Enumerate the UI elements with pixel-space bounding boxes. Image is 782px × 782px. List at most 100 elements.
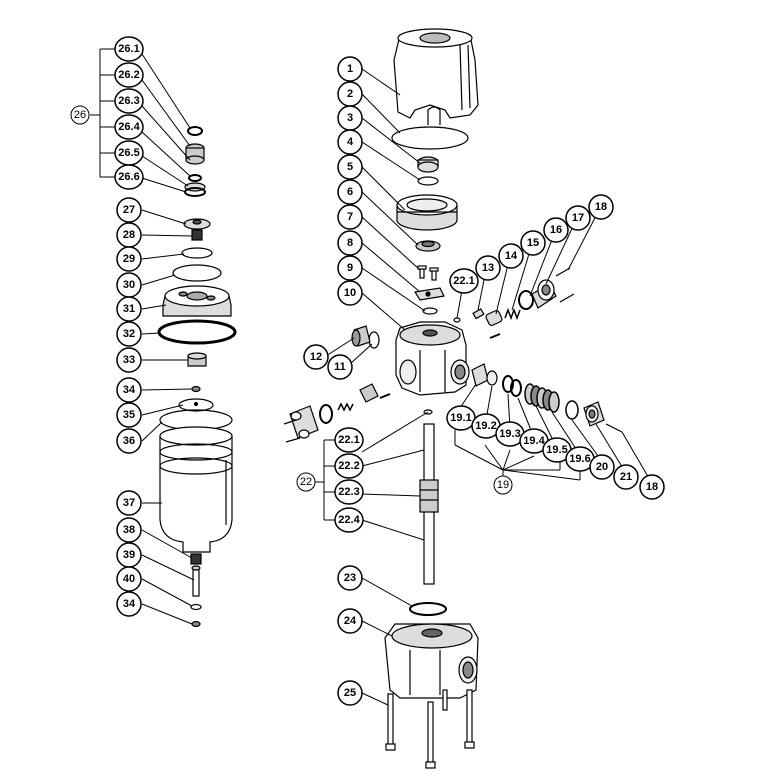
side-flange-left [283, 383, 391, 443]
svg-text:10: 10 [344, 287, 356, 299]
callout-22-1-top: 22.1 [449, 268, 479, 294]
svg-text:25: 25 [344, 687, 356, 699]
svg-text:35: 35 [123, 409, 135, 421]
part-17-endcap [531, 279, 557, 309]
callout-18-top: 18 [588, 194, 614, 220]
svg-text:6: 6 [347, 186, 353, 198]
callout-28: 28 [116, 222, 142, 248]
part-1-cap [393, 28, 479, 125]
group-label-19: 19 [493, 475, 513, 495]
part-32-seal [157, 319, 237, 345]
callout-20: 20 [589, 454, 615, 480]
svg-text:31: 31 [123, 303, 135, 315]
svg-text:19: 19 [497, 479, 509, 491]
svg-text:19.6: 19.6 [569, 453, 590, 465]
part-34-ring-lower [191, 620, 201, 628]
svg-text:27: 27 [123, 204, 135, 216]
svg-text:26.3: 26.3 [118, 95, 139, 107]
svg-text:22.3: 22.3 [338, 486, 359, 498]
callout-13: 13 [475, 255, 501, 281]
callout-31: 31 [116, 296, 142, 322]
svg-text:34: 34 [123, 384, 136, 396]
leader-lines [90, 48, 651, 706]
callout-24: 24 [337, 608, 363, 634]
svg-text:9: 9 [347, 262, 353, 274]
part-31-cover [162, 285, 232, 317]
callout-11: 11 [327, 354, 353, 380]
svg-text:26.6: 26.6 [118, 171, 139, 183]
part-10-housing [395, 321, 470, 396]
callout-27: 27 [116, 197, 142, 223]
svg-text:7: 7 [347, 211, 353, 223]
part-38-spring [190, 553, 202, 565]
callout-34-bottom: 34 [116, 591, 142, 617]
part-12-plug [351, 325, 371, 347]
part-3-nut [417, 156, 439, 173]
callout-22-2: 22.2 [334, 453, 364, 479]
callout-26-1: 26.1 [114, 36, 144, 62]
svg-text:18: 18 [595, 201, 607, 213]
svg-text:11: 11 [334, 361, 346, 373]
part-34-ring-upper [191, 385, 201, 393]
callout-17: 17 [565, 205, 591, 231]
callout-19-6: 19.6 [565, 446, 595, 472]
part-23-oring [409, 602, 447, 616]
svg-text:20: 20 [596, 461, 608, 473]
part-22-shaft [419, 409, 439, 585]
parts-drawing [157, 28, 623, 769]
callout-19-5: 19.5 [542, 437, 572, 463]
part-2-gasket [391, 126, 469, 150]
part-33-nut [187, 352, 207, 367]
callout-29: 29 [116, 246, 142, 272]
svg-text:26.5: 26.5 [118, 147, 139, 159]
svg-text:28: 28 [123, 229, 135, 241]
part-29-washer [181, 247, 213, 259]
callout-26-4: 26.4 [114, 114, 144, 140]
callout-6: 6 [337, 179, 363, 205]
svg-text:34: 34 [123, 598, 136, 610]
part-5-piston [396, 194, 458, 231]
callout-4: 4 [337, 129, 363, 155]
svg-text:3: 3 [347, 112, 353, 124]
callout-32: 32 [116, 321, 142, 347]
part-35-plate [178, 398, 214, 412]
callout-38: 38 [116, 517, 142, 543]
svg-text:33: 33 [123, 354, 135, 366]
callout-19-1: 19.1 [446, 405, 476, 431]
svg-text:22.2: 22.2 [338, 460, 359, 472]
svg-text:19.5: 19.5 [546, 444, 567, 456]
svg-text:1: 1 [347, 63, 353, 75]
callout-36: 36 [116, 428, 142, 454]
svg-text:38: 38 [123, 524, 135, 536]
svg-text:40: 40 [123, 573, 135, 585]
callout-25: 25 [337, 680, 363, 706]
svg-text:19.2: 19.2 [475, 420, 496, 432]
svg-text:2: 2 [347, 88, 353, 100]
callout-10: 10 [337, 280, 363, 306]
svg-text:26.1: 26.1 [118, 43, 139, 55]
part-27-valve [183, 218, 211, 230]
part-13-pin-b [489, 333, 501, 339]
svg-text:23: 23 [344, 572, 356, 584]
callout-33: 33 [116, 347, 142, 373]
svg-text:24: 24 [344, 615, 357, 627]
part-19-assembly [471, 363, 623, 433]
callout-26-6: 26.6 [114, 164, 144, 190]
part-25-bolts [385, 689, 475, 769]
part-40-washer [190, 603, 202, 611]
part-30-disc [172, 264, 222, 282]
svg-text:29: 29 [123, 253, 135, 265]
svg-text:26: 26 [74, 109, 86, 121]
callout-26-2: 26.2 [114, 62, 144, 88]
svg-text:8: 8 [347, 237, 353, 249]
part-37-bowl [159, 426, 233, 553]
part-7-screws [417, 265, 439, 281]
callout-30: 30 [116, 272, 142, 298]
svg-text:19.1: 19.1 [450, 412, 471, 424]
part-26-subassembly [184, 126, 206, 197]
callout-22-4: 22.4 [334, 507, 364, 533]
callout-3: 3 [337, 105, 363, 131]
svg-text:4: 4 [347, 136, 354, 148]
callout-14: 14 [498, 243, 524, 269]
svg-text:18: 18 [646, 481, 658, 493]
